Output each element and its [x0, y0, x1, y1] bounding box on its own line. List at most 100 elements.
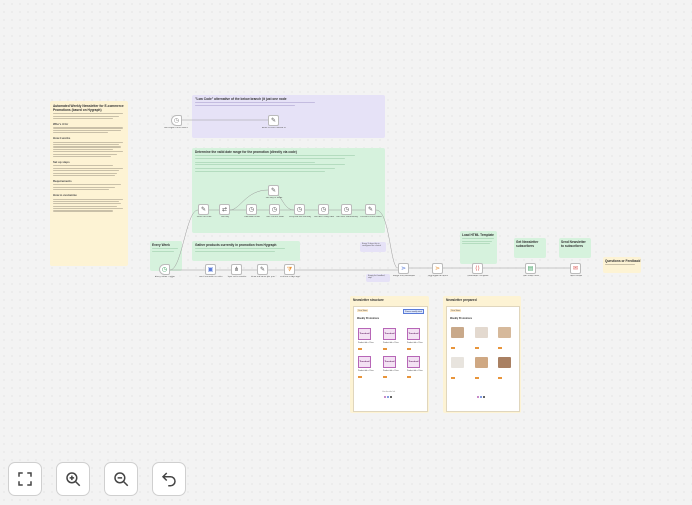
newsletter-structure-preview: Your Store Promo weekly deal Weekly Prom… [353, 306, 428, 412]
node-label-n14: Get Promotion ID from Hygraph [199, 276, 223, 278]
social-icon [477, 396, 479, 398]
low-code-sticky-note[interactable]: "Low Code" alternative of the below bran… [192, 95, 385, 138]
date-node-3[interactable]: ◷ [294, 204, 305, 215]
zoom-out-icon [114, 472, 129, 487]
product-label-6: Product title + Price [407, 370, 423, 372]
questions-sticky-note[interactable]: Questions or Feedback? [603, 257, 641, 273]
node-label-n10: Get Next Wednesday [336, 216, 358, 218]
node-label-n9: Get last Friday date [313, 216, 335, 218]
questions-title: Questions or Feedback? [605, 259, 641, 263]
social-icon [480, 396, 482, 398]
date-node-1[interactable]: ◷ [246, 204, 257, 215]
empty-note-text: Empty list handled, stop [368, 275, 385, 279]
empty-sticky-note[interactable]: Empty list handled, stop [366, 274, 390, 282]
switch-node[interactable]: ⇄ [219, 204, 230, 215]
node-label-n3: Write the code [196, 216, 212, 218]
code-node-3[interactable]: ✎ [365, 204, 376, 215]
send-newsletter-sticky-note[interactable]: Send Newsletter to subscribers [559, 238, 591, 258]
thumbnail-2: Thumbnail [383, 328, 396, 340]
load-html-title: Load HTML Template [462, 233, 494, 237]
node-label-n2: Enter Promo Interval from Code [262, 127, 286, 129]
batch-sticky-note[interactable]: Every X days this is configured as a bat… [360, 242, 386, 252]
social-icon [390, 396, 392, 398]
zoom-in-button[interactable] [56, 462, 90, 496]
filter-node[interactable]: ⧩ [284, 264, 295, 275]
get-subscribers-sticky-note[interactable]: Get Newsletter subscribers [514, 238, 546, 258]
thumbnail-3: Thumbnail [407, 328, 420, 340]
intro-sticky-note[interactable]: Automated Weekly Newsletter for E-commer… [50, 101, 128, 266]
photo-button-5 [475, 377, 479, 379]
product-label-2: Product title + Price [383, 342, 399, 344]
photo-button-1 [451, 347, 455, 349]
newsletter-prepared-title: Newsletter prepared [446, 298, 477, 302]
gather-title: Gather products currently in promotion f… [195, 243, 277, 247]
code-node-4[interactable]: ✎ [257, 264, 268, 275]
social-icon [483, 396, 485, 398]
social-icons [384, 396, 392, 398]
schedule-trigger-node[interactable]: ◷ [159, 264, 170, 275]
date-node-2[interactable]: ◷ [269, 204, 280, 215]
code-node-2[interactable]: ✎ [268, 185, 279, 196]
node-label-n5: Get day of week [265, 197, 283, 199]
intro-section-who: Who's it for [53, 122, 69, 127]
product-button-6 [407, 376, 411, 378]
nl-prepared-store-name: Your Store [450, 309, 462, 312]
product-button-1 [358, 348, 362, 350]
hygraph-node[interactable]: ▣ [205, 264, 216, 275]
intro-section-requirements: Requirements [53, 179, 72, 184]
product-label-5: Product title + Price [383, 370, 399, 372]
photo-button-4 [451, 377, 455, 379]
node-label-n4: Get day [220, 216, 230, 218]
zoom-out-button[interactable] [104, 462, 138, 496]
undo-icon [161, 472, 176, 487]
gather-sticky-note[interactable]: Gather products currently in promotion f… [192, 241, 300, 261]
thumbnail-6: Thumbnail [407, 356, 420, 368]
product-photo-3 [498, 327, 511, 338]
nl-structure-heading: Weekly Promotions [357, 317, 380, 320]
product-label-4: Product title + Price [358, 370, 374, 372]
html-template-node[interactable]: ⟨⟩ [472, 263, 483, 274]
product-photo-4 [451, 357, 464, 368]
node-label-n22: Send Gmail [569, 275, 582, 277]
product-photo-6 [498, 357, 511, 368]
node-label-n1: Get Legal Promo Leaf Mode [164, 127, 188, 129]
node-label-n8: Compute last Monday [288, 216, 312, 218]
manual-trigger-node[interactable]: ◷ [171, 115, 182, 126]
aggregate-node[interactable]: ⋗ [432, 263, 443, 274]
split-node[interactable]: ⋔ [231, 264, 242, 275]
fit-view-button[interactable] [8, 462, 42, 496]
node-label-n13: Every Week Trigger [154, 276, 176, 278]
date-node-5[interactable]: ◷ [341, 204, 352, 215]
nl-structure-store-name: Your Store [357, 309, 369, 312]
node-label-n16: Write the items per product [251, 276, 275, 278]
node-label-n12: Format Promo Dates [360, 216, 382, 218]
node-label-n21: Get Sheet rows [523, 275, 539, 277]
product-photo-5 [475, 357, 488, 368]
intro-section-setup: Set up steps [53, 160, 70, 165]
product-button-5 [383, 376, 387, 378]
social-icon [384, 396, 386, 398]
code-node-1[interactable]: ✎ [198, 204, 209, 215]
gmail-node[interactable]: ✉ [570, 263, 581, 274]
photo-button-2 [475, 347, 479, 349]
product-button-3 [407, 348, 411, 350]
undo-button[interactable] [152, 462, 186, 496]
product-photo-2 [475, 327, 488, 338]
product-button-2 [383, 348, 387, 350]
thumbnail-4: Thumbnail [358, 356, 371, 368]
node-label-n20: Newsletter Template [467, 275, 489, 277]
date-range-sticky-note[interactable]: Determine the valid date range for the p… [192, 148, 385, 233]
photo-button-6 [498, 377, 502, 379]
date-range-title: Determine the valid date range for the p… [195, 150, 297, 154]
newsletter-structure-title: Newsletter structure [353, 298, 384, 302]
product-button-4 [358, 376, 362, 378]
load-html-sticky-note[interactable]: Load HTML Template [460, 231, 497, 264]
merge-node[interactable]: ⋗ [398, 263, 409, 274]
photo-button-3 [498, 347, 502, 349]
date-node-4[interactable]: ◷ [318, 204, 329, 215]
code-node-low[interactable]: ✎ [268, 115, 279, 126]
sheets-node[interactable]: ▤ [525, 263, 536, 274]
low-code-title: "Low Code" alternative of the below bran… [195, 97, 287, 101]
